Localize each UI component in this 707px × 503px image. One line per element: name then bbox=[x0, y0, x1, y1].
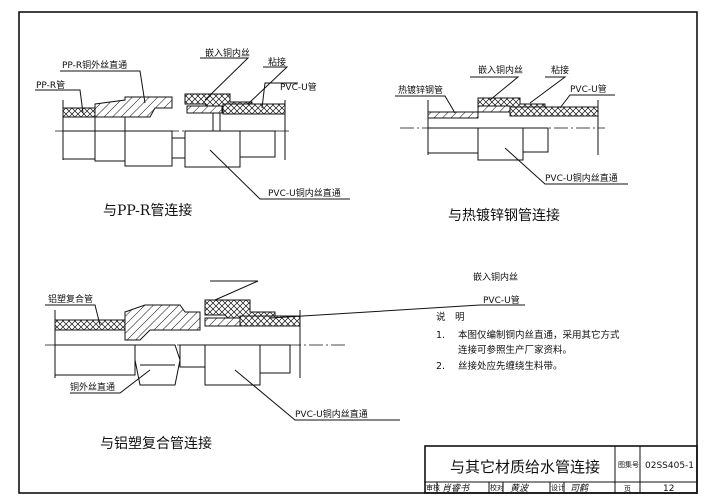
design-label: 设计 bbox=[551, 483, 565, 492]
steel-pipe-wall bbox=[427, 111, 479, 119]
drawing-title: 与热镀锌钢管连接 bbox=[448, 207, 560, 224]
label-pvc-fitting: PVC-U铜内丝直通 bbox=[268, 187, 341, 199]
al-pipe-wall bbox=[54, 319, 136, 331]
label-pvc-fitting: PVC-U铜内丝直通 bbox=[295, 408, 368, 420]
note-number: 2. bbox=[436, 361, 445, 372]
copper-fitting-section bbox=[124, 304, 201, 341]
drawing-ppr-connection: PP-R铜外丝直通 嵌入铜内丝 粘接 PP-R管 PVC-U管 PVC-U铜内丝… bbox=[35, 47, 350, 219]
design-signature: 司鹤 bbox=[570, 483, 589, 494]
al-pipe-body bbox=[54, 344, 136, 376]
ppr-pipe-wall bbox=[62, 107, 99, 118]
atlas-number: 02SS405-1 bbox=[645, 461, 694, 471]
embedded-thread bbox=[186, 105, 223, 114]
pvc-fitting-body bbox=[477, 127, 524, 161]
notes-heading: 说 明 bbox=[436, 311, 465, 323]
sheet-border bbox=[18, 11, 698, 494]
label-glue: 粘接 bbox=[551, 64, 569, 76]
check-label: 校对 bbox=[490, 483, 504, 492]
ppr-fitting-body bbox=[94, 130, 126, 162]
label-pvc-pipe: PVC-U管 bbox=[483, 294, 520, 306]
label-pvc-fitting: PVC-U铜内丝直通 bbox=[545, 172, 618, 184]
label-ppr-fitting: PP-R铜外丝直通 bbox=[62, 59, 127, 71]
sheet-title: 与其它材质给水管连接 bbox=[450, 458, 600, 476]
note-text: 丝接处应先缠绕生料带。 bbox=[458, 360, 563, 372]
page-label: 页 bbox=[624, 485, 631, 493]
note-text: 本图仅编制铜内丝直通，采用其它方式 bbox=[458, 329, 620, 341]
steel-pipe-body bbox=[427, 127, 479, 154]
ppr-pipe-body bbox=[62, 130, 99, 160]
label-copper-fitting: 铜外丝直通 bbox=[70, 381, 115, 393]
atlas-label: 图集号 bbox=[618, 460, 639, 469]
notes: 说 明 1. 本图仅编制铜内丝直通，采用其它方式 连接可参照生产厂家资料。 2.… bbox=[436, 311, 620, 372]
note-number: 1. bbox=[436, 330, 445, 341]
note-text: 连接可参照生产厂家资料。 bbox=[458, 344, 572, 356]
label-steel-pipe: 热镀锌钢管 bbox=[398, 84, 443, 96]
page-number: 12 bbox=[663, 484, 674, 494]
drawing-galvanized-steel-connection: 嵌入铜内丝 粘接 热镀锌钢管 PVC-U管 PVC-U铜内丝直通 与热镀锌钢管连… bbox=[395, 64, 628, 224]
drawing-title: 与PP-R管连接 bbox=[103, 202, 192, 219]
label-glue: 粘接 bbox=[268, 56, 286, 68]
label-embedded-thread: 嵌入铜内丝 bbox=[478, 64, 523, 76]
pvc-fitting-body bbox=[204, 344, 261, 386]
label-pvc-pipe: PVC-U管 bbox=[280, 81, 317, 93]
embedded-thread bbox=[477, 105, 511, 113]
drawing-title: 与铝塑复合管连接 bbox=[100, 435, 212, 452]
pvc-pipe-wall bbox=[222, 103, 286, 115]
ppr-fitting-section bbox=[94, 96, 173, 118]
label-pvc-pipe: PVC-U管 bbox=[570, 83, 607, 95]
label-embedded-thread: 嵌入铜内丝 bbox=[205, 47, 250, 59]
review-signature: 肖睿书 bbox=[442, 483, 471, 494]
drawing-al-plastic-connection: 嵌入铜内丝 铝塑复合管 PVC-U管 铜外丝直通 PVC-U铜内丝直通 与铝塑复… bbox=[45, 271, 525, 452]
check-signature: 黄波 bbox=[510, 483, 530, 494]
pvc-fitting-body bbox=[184, 130, 241, 168]
pvc-pipe-wall bbox=[509, 106, 599, 117]
embedded-thread bbox=[204, 317, 241, 327]
title-block: 与其它材质给水管连接 图集号 02SS405-1 审核 肖睿书 校对 黄波 设计… bbox=[424, 445, 698, 494]
label-al-pipe: 铝塑复合管 bbox=[48, 293, 93, 305]
review-label: 审核 bbox=[426, 483, 440, 492]
label-embedded-thread: 嵌入铜内丝 bbox=[473, 271, 518, 283]
label-ppr-pipe: PP-R管 bbox=[36, 79, 65, 91]
